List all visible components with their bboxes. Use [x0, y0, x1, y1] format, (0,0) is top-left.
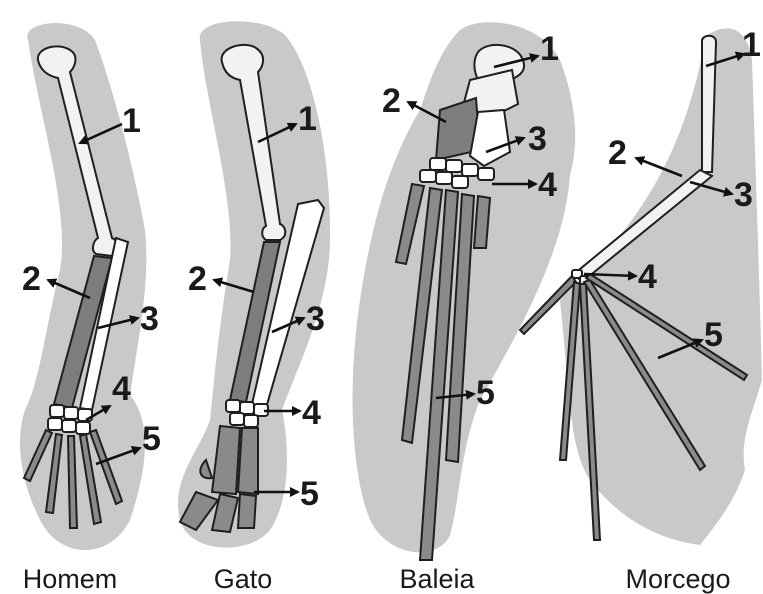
whale-callout-3: 3: [528, 120, 547, 158]
whale-callout-2: 2: [382, 82, 401, 120]
animal-labels: Homem Gato Baleia Morcego: [23, 564, 731, 594]
label-homem: Homem: [23, 564, 118, 594]
whale-callout-1: 1: [540, 30, 559, 68]
label-morcego: Morcego: [625, 564, 730, 594]
cat-callout-2: 2: [188, 260, 207, 298]
human-callout-2: 2: [22, 260, 41, 298]
human-callout-4: 4: [112, 370, 131, 408]
cat-callout-5: 5: [300, 475, 319, 513]
human-callout-5: 5: [142, 420, 161, 458]
human-carpals: [48, 405, 92, 434]
bat-callout-2: 2: [608, 134, 627, 172]
human-callout-1: 1: [122, 102, 141, 140]
human-callout-3: 3: [140, 300, 159, 338]
whale-callout-4: 4: [538, 166, 557, 204]
label-baleia: Baleia: [399, 564, 475, 594]
bat-callout-3: 3: [734, 176, 753, 214]
bat-callout-1: 1: [742, 26, 761, 64]
cat-callout-4: 4: [302, 394, 321, 432]
cat-callout-1: 1: [298, 100, 317, 138]
cat-callout-3: 3: [306, 300, 325, 338]
bat-callout-4: 4: [638, 258, 657, 296]
whale-callout-5: 5: [476, 374, 495, 412]
bat-callout-5: 5: [704, 316, 723, 354]
label-gato: Gato: [214, 564, 273, 594]
